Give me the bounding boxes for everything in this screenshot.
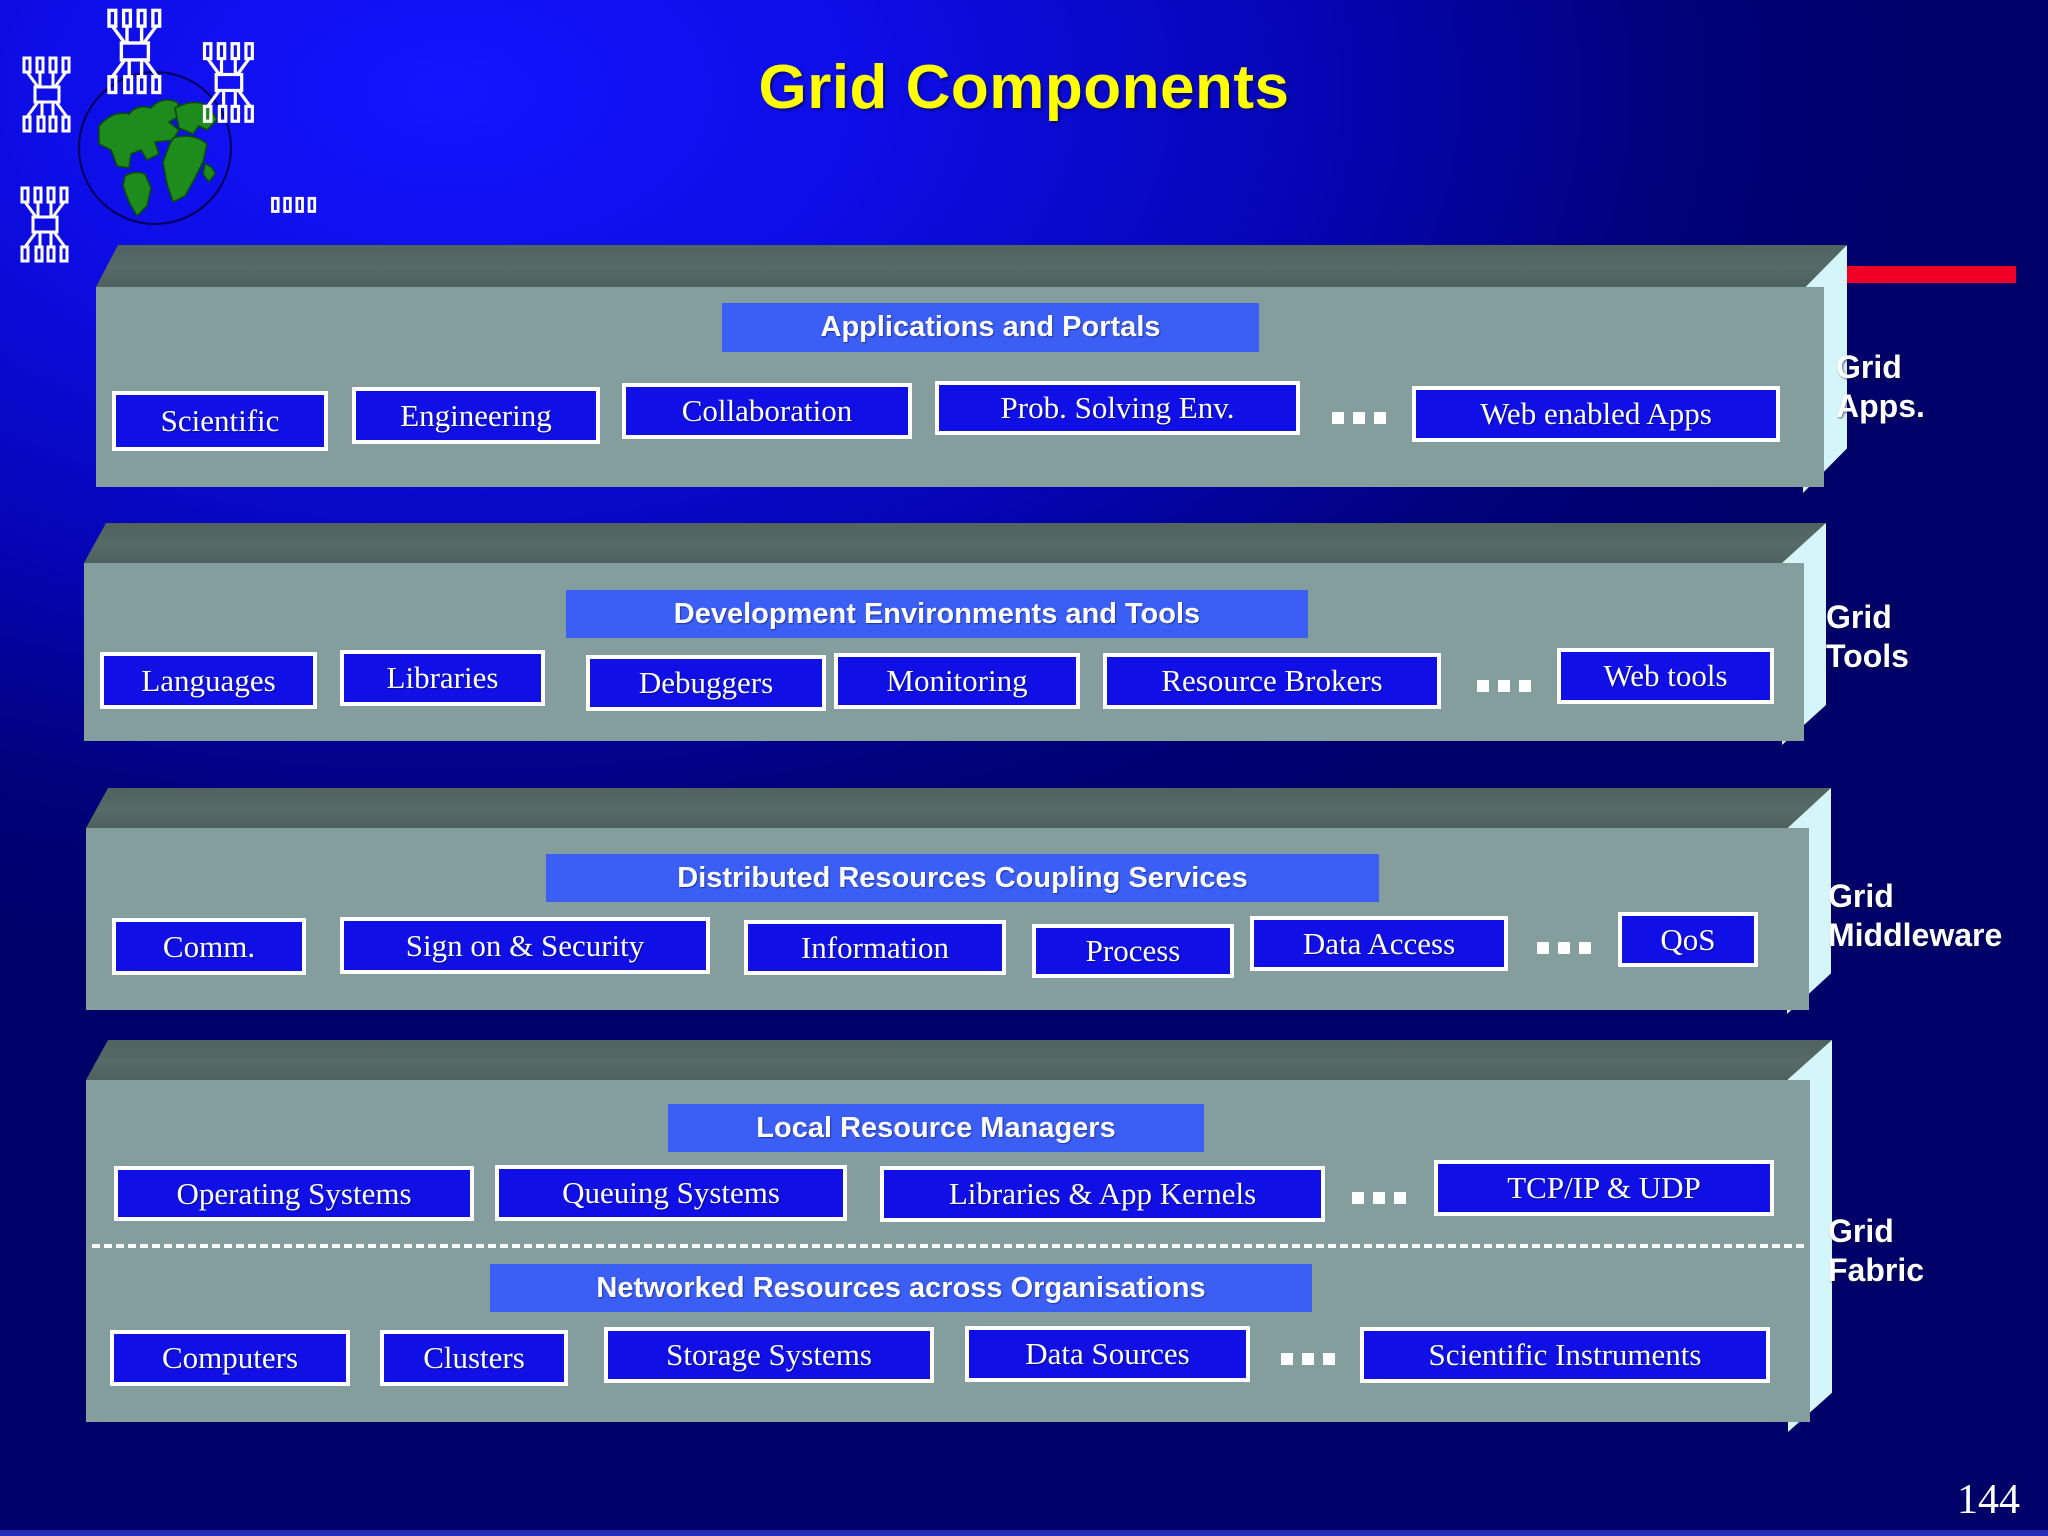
- layer-header-grid-tools: Development Environments and Tools: [566, 590, 1308, 638]
- layer-header-grid-apps: Applications and Portals: [722, 303, 1259, 352]
- item-box[interactable]: Prob. Solving Env.: [935, 381, 1300, 435]
- slab-top-face: [86, 788, 1831, 828]
- item-box[interactable]: Scientific: [112, 391, 328, 451]
- item-box[interactable]: Sign on & Security: [340, 917, 710, 974]
- layer-subheader-grid-fabric: Networked Resources across Organisations: [490, 1264, 1312, 1312]
- side-label-grid-fabric: Grid Fabric: [1828, 1213, 1925, 1289]
- ellipsis-icon: [1281, 1353, 1335, 1365]
- item-box[interactable]: QoS: [1618, 912, 1758, 967]
- item-box[interactable]: Queuing Systems: [495, 1165, 847, 1221]
- side-label-grid-tools: Grid Tools: [1826, 599, 1909, 675]
- ellipsis-icon: [1332, 412, 1386, 424]
- item-box[interactable]: Comm.: [112, 918, 306, 975]
- fabric-divider: [92, 1244, 1804, 1248]
- item-box[interactable]: Scientific Instruments: [1360, 1327, 1770, 1383]
- item-box[interactable]: Libraries: [340, 650, 545, 706]
- slide-title: Grid Components: [758, 53, 1290, 122]
- item-box[interactable]: Computers: [110, 1330, 350, 1386]
- item-box[interactable]: Information: [744, 920, 1006, 975]
- side-label-grid-middleware: Grid Middleware: [1828, 878, 2003, 954]
- item-box[interactable]: Languages: [100, 652, 317, 709]
- chip-icon: [107, 8, 162, 95]
- layer-header-grid-fabric: Local Resource Managers: [668, 1104, 1204, 1152]
- item-box[interactable]: Monitoring: [834, 653, 1080, 709]
- slab-top-face: [84, 523, 1826, 563]
- item-box[interactable]: Resource Brokers: [1103, 653, 1441, 709]
- item-box[interactable]: Operating Systems: [114, 1166, 474, 1221]
- item-box[interactable]: Libraries & App Kernels: [880, 1166, 1325, 1222]
- item-box[interactable]: Data Access: [1250, 916, 1508, 971]
- item-box[interactable]: Storage Systems: [604, 1327, 934, 1383]
- ellipsis-icon: [1352, 1192, 1406, 1204]
- ellipsis-icon: [1537, 942, 1591, 954]
- item-box[interactable]: Data Sources: [965, 1326, 1250, 1382]
- item-box[interactable]: Engineering: [352, 387, 600, 444]
- ellipsis-icon: [1477, 680, 1531, 692]
- slab-top-face: [86, 1040, 1832, 1080]
- item-box[interactable]: Process: [1032, 924, 1234, 978]
- item-box[interactable]: Web tools: [1557, 648, 1774, 704]
- globe-icon: [78, 71, 232, 225]
- page-number: 144: [1957, 1477, 2020, 1523]
- item-box[interactable]: Web enabled Apps: [1412, 386, 1780, 442]
- item-box[interactable]: Debuggers: [586, 655, 826, 711]
- item-box[interactable]: Collaboration: [622, 383, 912, 439]
- chip-icon: [271, 196, 317, 213]
- item-box[interactable]: Clusters: [380, 1330, 568, 1386]
- red-accent-line: [1842, 266, 2016, 283]
- layer-header-grid-middleware: Distributed Resources Coupling Services: [546, 854, 1379, 902]
- chip-icon: [22, 56, 71, 133]
- item-box[interactable]: TCP/IP & UDP: [1434, 1160, 1774, 1216]
- slab-top-face: [96, 245, 1846, 287]
- chip-icon: [20, 186, 69, 263]
- chip-icon: [202, 42, 254, 123]
- side-label-grid-apps: Grid Apps.: [1836, 349, 1925, 425]
